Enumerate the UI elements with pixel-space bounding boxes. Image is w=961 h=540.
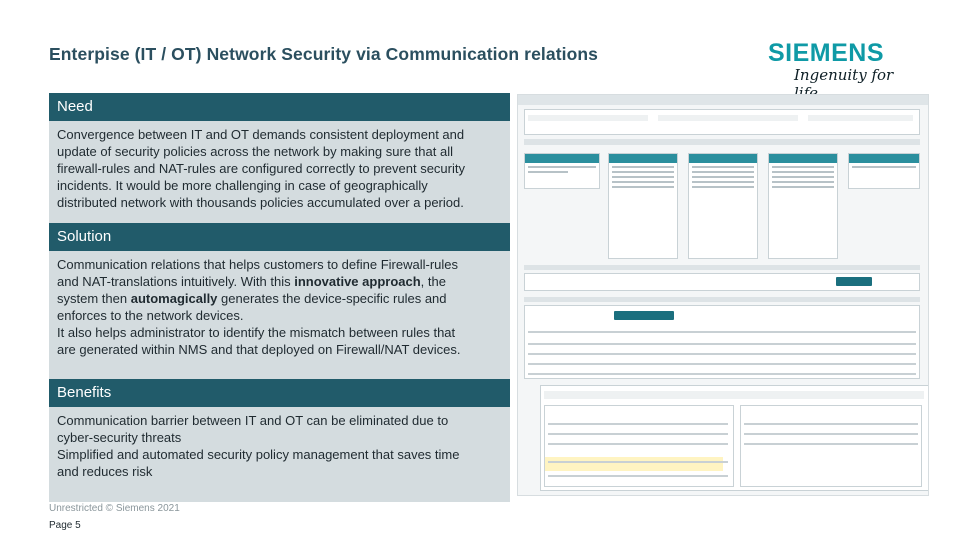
screenshot-table-row (548, 443, 728, 445)
screenshot-card (608, 153, 678, 259)
solution-line: enforces to the network devices. (57, 308, 244, 323)
screenshot-field (808, 115, 913, 121)
benefits-line: Simplified and automated security policy… (57, 447, 460, 462)
solution-line: It also helps administrator to identify … (57, 325, 456, 340)
screenshot-card (688, 153, 758, 259)
solution-text: generates the device-specific rules and (221, 291, 447, 306)
screenshot-filter-box (524, 273, 920, 291)
screenshot-table-row (744, 433, 918, 435)
solution-line: and NAT-translations intuitively. With t… (57, 273, 502, 290)
need-line: firewall-rules and NAT-rules are configu… (57, 161, 465, 176)
solution-line: Communication relations that helps custo… (57, 257, 459, 272)
screenshot-button (614, 311, 674, 320)
screenshot-table-row (548, 461, 728, 463)
screenshot-field (528, 115, 648, 121)
slide-title: Enterpise (IT / OT) Network Security via… (49, 44, 599, 64)
screenshot-card (768, 153, 838, 259)
siemens-logo: SIEMENS Ingenuity for life (768, 40, 918, 102)
screenshot-section-bar (524, 265, 920, 270)
screenshot-card (848, 153, 920, 189)
solution-line: system then automagically generates the … (57, 290, 502, 307)
screenshot-table-row (528, 373, 916, 375)
benefits-panel: Benefits Communication barrier between I… (49, 379, 510, 502)
screenshot-field (544, 391, 924, 399)
need-line: Convergence between IT and OT demands co… (57, 127, 465, 142)
footer-page-number: Page 5 (49, 520, 81, 531)
solution-text: and NAT-translations intuitively. With t… (57, 274, 291, 289)
screenshot-table-row (744, 423, 918, 425)
screenshot-table-row (548, 475, 728, 477)
screenshot-table-row (528, 331, 916, 333)
nms-screenshot (517, 94, 929, 496)
screenshot-field (658, 115, 798, 121)
solution-emphasis: innovative approach (294, 274, 421, 289)
benefits-line: Communication barrier between IT and OT … (57, 413, 449, 428)
solution-line: are generated within NMS and that deploy… (57, 342, 461, 357)
benefits-line: cyber-security threats (57, 430, 182, 445)
screenshot-table-row (528, 343, 916, 345)
screenshot-card (524, 153, 600, 189)
screenshot-table-row (528, 353, 916, 355)
screenshot-header-bar (518, 95, 928, 105)
screenshot-table (524, 305, 920, 379)
screenshot-form-box (524, 109, 920, 135)
need-heading: Need (49, 93, 510, 121)
screenshot-table-row (548, 433, 728, 435)
screenshot-section-bar (524, 139, 920, 145)
screenshot-subtable (740, 405, 922, 487)
logo-wordmark: SIEMENS (768, 39, 885, 67)
solution-panel: Solution Communication relations that he… (49, 223, 510, 389)
need-body: Convergence between IT and OT demands co… (49, 121, 510, 237)
footer-classification: Unrestricted © Siemens 2021 (49, 503, 180, 514)
benefits-heading: Benefits (49, 379, 510, 407)
benefits-body: Communication barrier between IT and OT … (49, 407, 510, 502)
screenshot-table-row (744, 443, 918, 445)
need-panel: Need Convergence between IT and OT deman… (49, 93, 510, 237)
screenshot-section-bar (524, 297, 920, 302)
solution-emphasis: automagically (130, 291, 218, 306)
solution-text: , the (420, 274, 446, 289)
need-line: distributed network with thousands polic… (57, 195, 464, 210)
need-line: update of security policies across the n… (57, 144, 453, 159)
benefits-line: and reduces risk (57, 464, 153, 479)
need-line: incidents. It would be more challenging … (57, 178, 428, 193)
screenshot-button (836, 277, 872, 286)
screenshot-table-row (528, 363, 916, 365)
screenshot-subtable (544, 405, 734, 487)
solution-heading: Solution (49, 223, 510, 251)
solution-text: system then (57, 291, 128, 306)
solution-body: Communication relations that helps custo… (49, 251, 510, 389)
screenshot-table-row (548, 423, 728, 425)
screenshot-highlight-row (545, 457, 723, 471)
